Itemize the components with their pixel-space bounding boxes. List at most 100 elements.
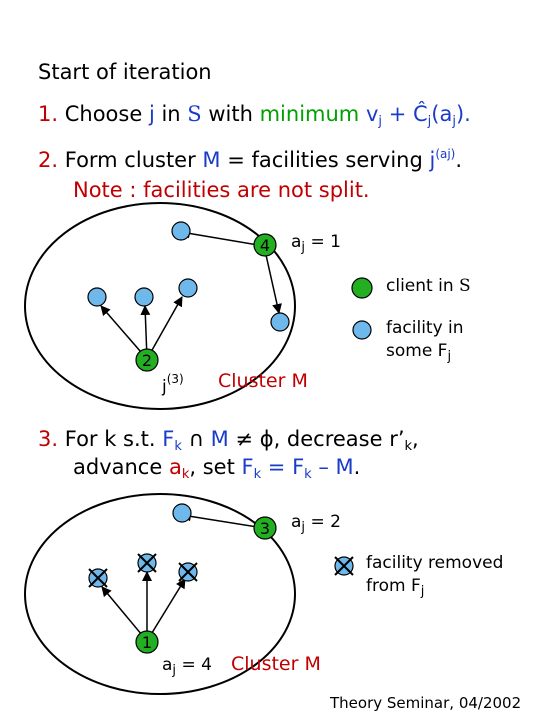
step-1: 1. Choose j in S with minimum vj + Ĉj(aj… <box>38 102 471 130</box>
cluster-1-ellipse <box>24 202 296 410</box>
step-3-line2: advance ak, set Fk = Fk – M. <box>73 455 360 483</box>
step-3-post: , decrease r’ <box>273 427 405 451</box>
aj2-sub: j <box>301 520 306 535</box>
aj-a: a <box>291 232 302 252</box>
step-3-M: M <box>210 427 229 451</box>
step-3-F: F <box>162 427 175 451</box>
facility-node <box>134 287 154 307</box>
legend-client-text: client in <box>386 276 459 296</box>
step-1-j: j <box>148 102 155 126</box>
step-2-dot: . <box>455 148 463 172</box>
facility-node <box>171 221 191 241</box>
diagram-2: 3 1 <box>24 493 296 695</box>
legend-client-S: S <box>459 276 471 296</box>
step-1-a-sub: j <box>452 114 456 129</box>
step-3-minus: – <box>311 455 336 479</box>
legend-facility-label2: some Fj <box>386 341 451 364</box>
step-2-note: Note : facilities are not split. <box>73 178 370 202</box>
step-2-number: 2. <box>38 148 59 172</box>
slide-title: Start of iteration <box>38 60 212 84</box>
step-1-close: ). <box>455 102 471 126</box>
aj4-a: a <box>162 655 173 675</box>
step-3-advance: advance <box>73 455 169 479</box>
aj-val: = 1 <box>305 232 341 252</box>
removed-facility-node <box>137 553 157 573</box>
edge <box>181 511 265 529</box>
step-3-a: a <box>168 455 182 479</box>
step-1-v-sub: j <box>378 114 383 129</box>
legend-facility2-sub: j <box>447 349 452 364</box>
step-3-r-sub: k <box>404 439 413 454</box>
step-2-j: j <box>429 148 436 172</box>
step-1-C: Ĉ <box>412 102 428 126</box>
diagram-1-aj-label: aj = 1 <box>291 232 341 255</box>
edge <box>101 586 148 642</box>
j3-sup: (3) <box>166 372 184 386</box>
step-3-number: 3. <box>38 427 59 451</box>
client-node-big <box>253 233 277 257</box>
aj-sub: j <box>301 240 306 255</box>
legend <box>334 277 373 576</box>
step-3-F-sub: k <box>174 439 182 454</box>
step-1-with: with <box>201 102 260 126</box>
client-node-big-label: 4 <box>260 236 270 255</box>
aj2-a: a <box>291 512 302 532</box>
step-3-F2-sub: k <box>253 467 262 482</box>
diagram-1-cluster-label: Cluster M <box>218 370 308 392</box>
client-node-small <box>135 630 159 654</box>
step-1-c-sub: j <box>427 114 432 129</box>
legend-facility2-text: some F <box>386 341 448 361</box>
legend-facility-icon <box>352 320 372 340</box>
step-1-paren: (a <box>431 102 453 126</box>
step-1-plus: + <box>382 102 413 126</box>
edge <box>146 578 186 642</box>
legend-removed2-text: from F <box>366 576 421 596</box>
edge <box>263 245 282 314</box>
step-2-mid: = facilities serving <box>220 148 430 172</box>
step-3-end: . <box>353 455 361 479</box>
step-2-M: M <box>202 148 221 172</box>
step-1-text: Choose <box>64 102 149 126</box>
step-1-number: 1. <box>38 102 59 126</box>
cluster-2-ellipse <box>24 493 296 695</box>
legend-client-label: client in S <box>386 276 471 296</box>
client-node-small-label: 1 <box>142 633 152 652</box>
edge <box>180 228 265 247</box>
step-3: 3. For k s.t. Fk ∩ M ≠ ϕ, decrease r’k, <box>38 427 419 455</box>
edge <box>100 305 148 360</box>
step3-a-sub: k <box>181 467 190 482</box>
step-1-v: v <box>365 102 379 126</box>
legend-removed2-sub: j <box>420 584 425 599</box>
step-3-phi: ϕ <box>259 427 274 451</box>
step-3-F2: F <box>241 455 254 479</box>
client-node-big-label: 3 <box>260 519 270 538</box>
client-node-small-label: 2 <box>142 351 152 370</box>
aj4-val: = 4 <box>176 655 212 675</box>
step-3-text: For k s.t. <box>64 427 163 451</box>
j3-j: j <box>162 377 167 397</box>
legend-removed-icon <box>334 556 354 576</box>
diagram-2-aj-label: aj = 2 <box>291 512 341 535</box>
footer: Theory Seminar, 04/2002 <box>330 694 522 712</box>
step-2-text: Form cluster <box>64 148 203 172</box>
step-3-F3-sub: k <box>304 467 312 482</box>
facility-node <box>172 503 192 523</box>
diagram-2-aj4-label: aj = 4 <box>162 655 212 678</box>
step-2-sup: (aj) <box>435 147 456 161</box>
step-3-eq: = <box>261 455 293 479</box>
removed-facility-node <box>88 568 108 588</box>
legend-removed-label: facility removed <box>366 553 504 573</box>
facility-node <box>87 287 107 307</box>
step-3-cap: ∩ <box>181 427 211 451</box>
facility-node <box>178 278 198 298</box>
step-2: 2. Form cluster M = facilities serving j… <box>38 147 463 172</box>
step-3-neq: ≠ <box>228 427 260 451</box>
step-1-S: S <box>187 102 202 126</box>
step-3-set: , set <box>189 455 242 479</box>
client-node-small <box>135 348 159 372</box>
step-1-in: in <box>154 102 188 126</box>
diagram-1-j3-label: j(3) <box>162 372 184 397</box>
diagram-1: 4 2 <box>24 202 296 410</box>
step-3-F3: F <box>292 455 305 479</box>
